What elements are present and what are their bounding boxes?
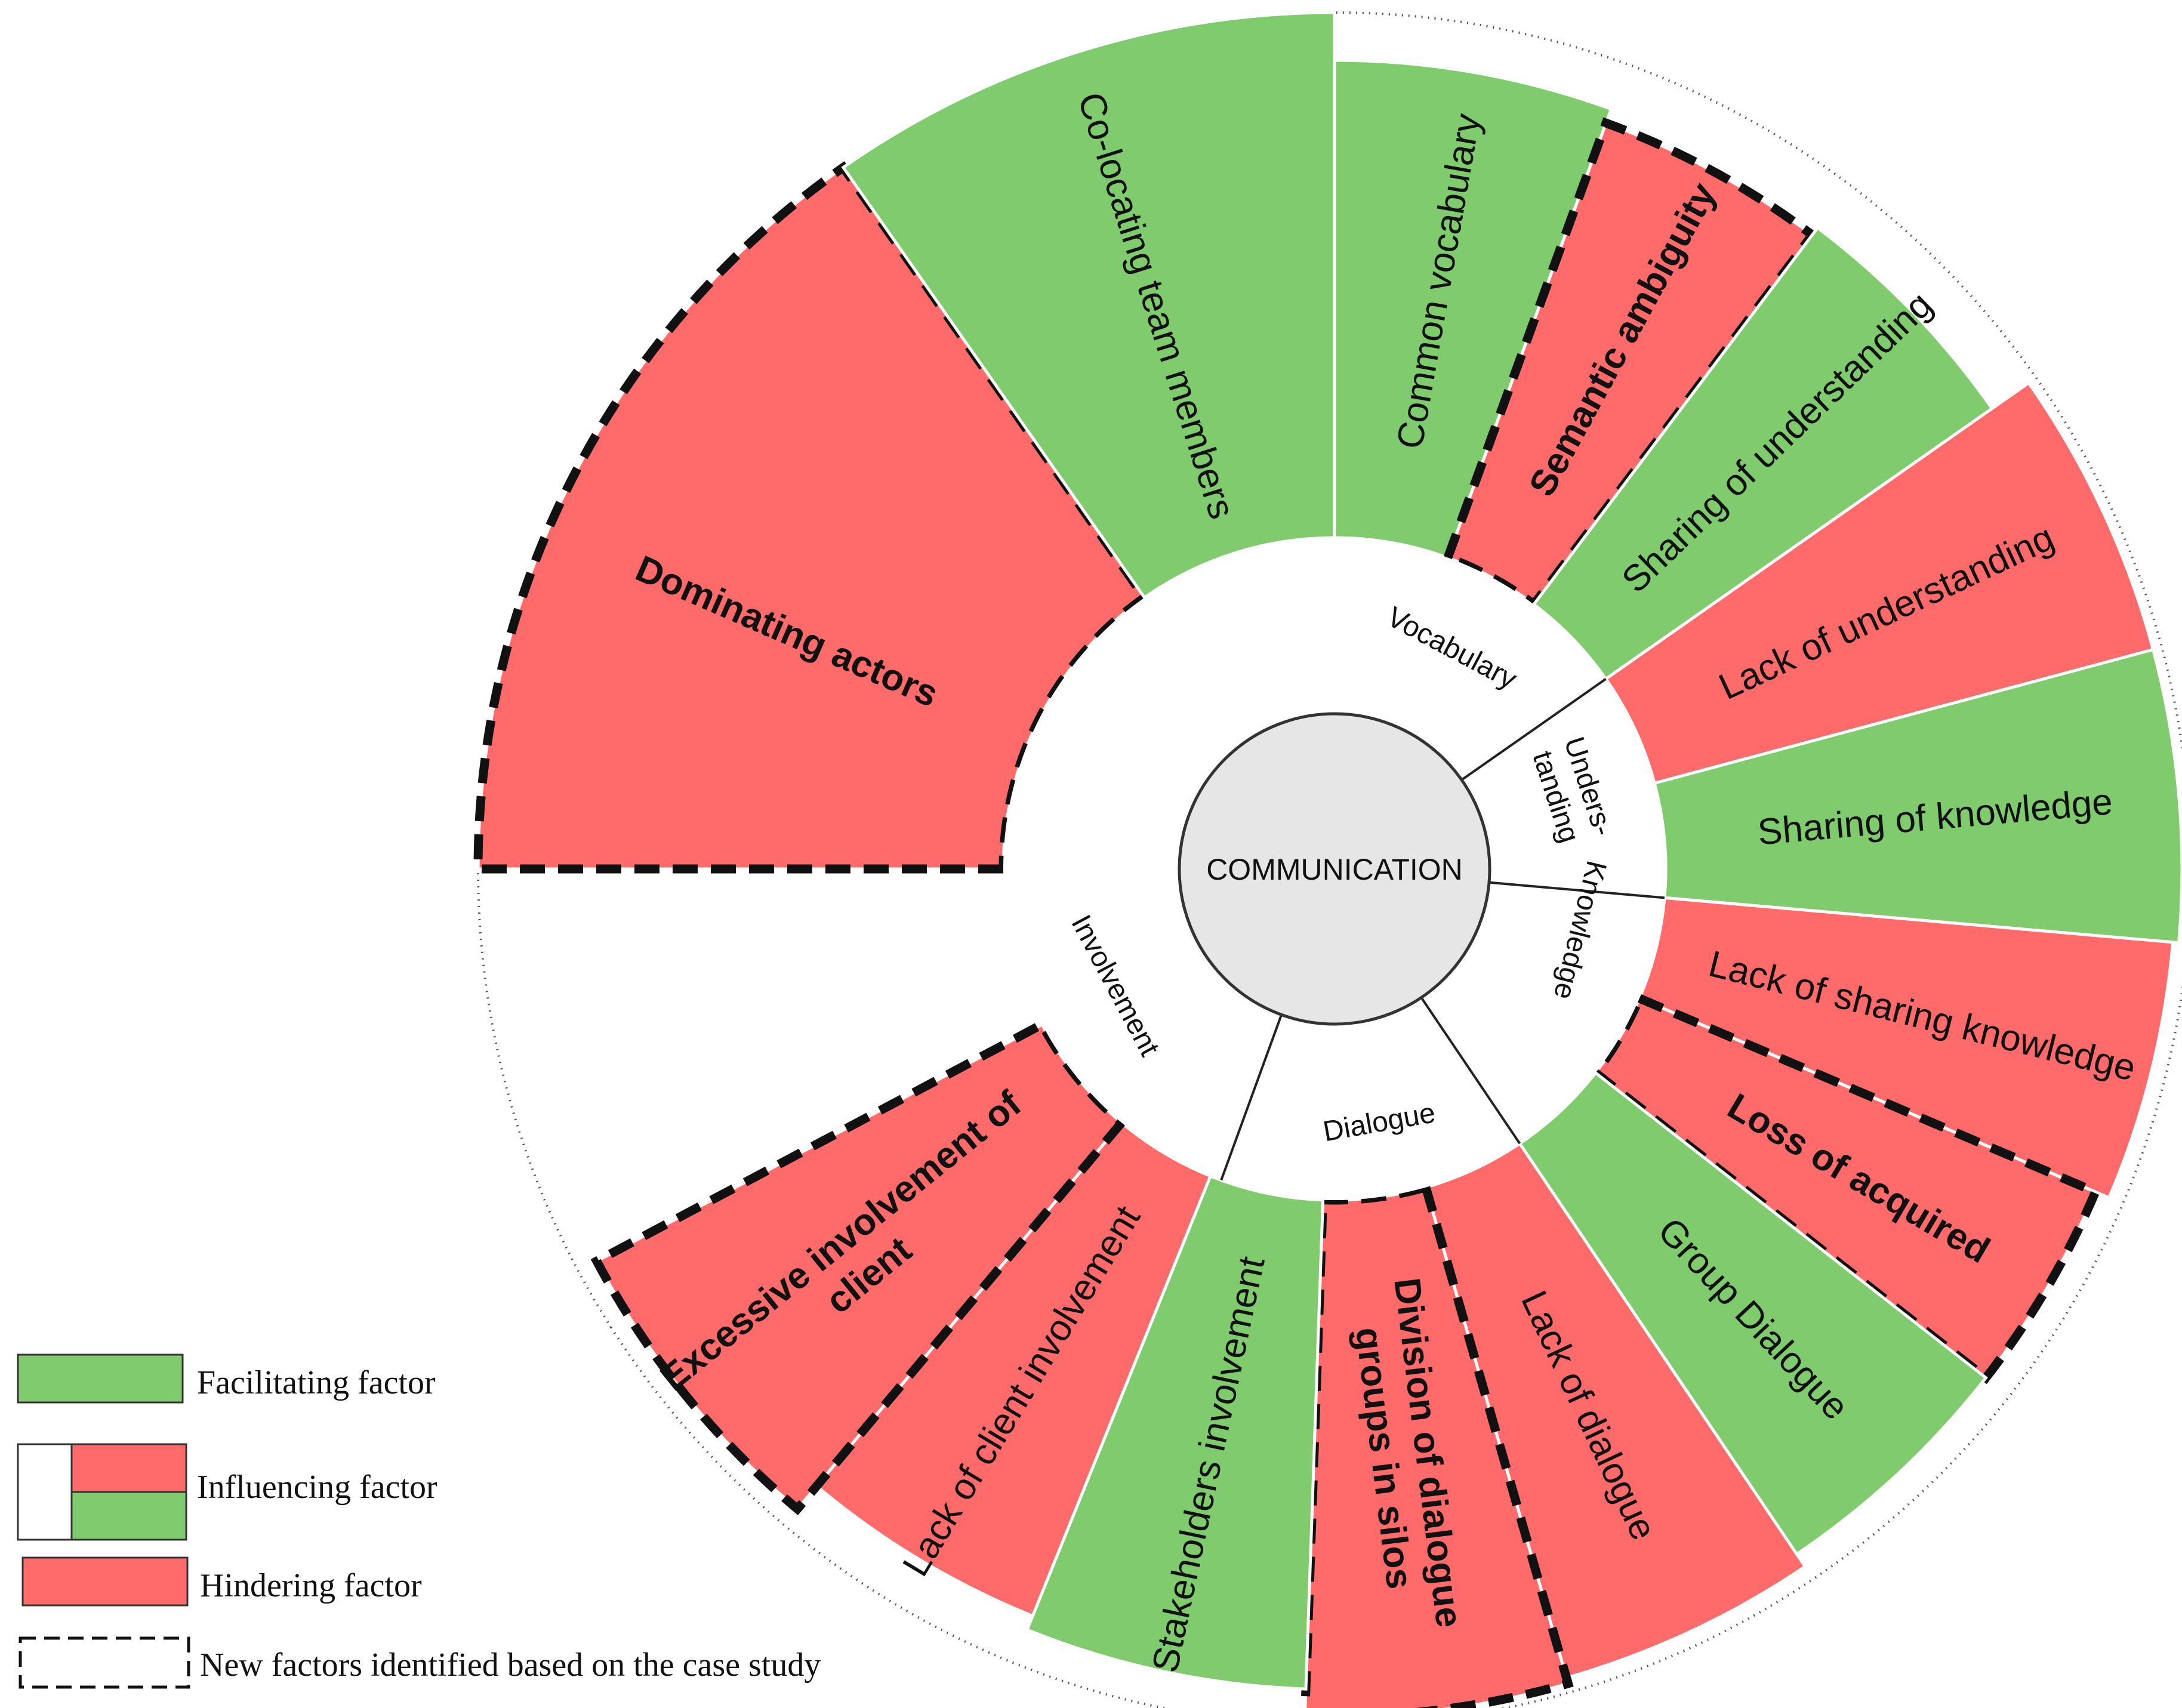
legend-new-factors-label: New factors identified based on the case…	[200, 1647, 821, 1684]
group-divider-3	[1420, 997, 1521, 1145]
sector-lack-of-sharing-knowledge	[1637, 896, 2175, 1200]
legend: Facilitating factor Influencing factor H…	[17, 1354, 821, 1689]
new-factor-outline-semantic-ambiguity	[1442, 117, 1819, 611]
group-divider-2	[1488, 881, 1665, 899]
factor-sectors	[473, 11, 2182, 1708]
legend-hindering-label: Hindering factor	[200, 1567, 422, 1604]
new-factor-outline-loss-of-acquired	[1589, 992, 2101, 1385]
legend-influencing-label: Influencing factor	[197, 1469, 437, 1506]
new-factor-outline-dominating-actors	[473, 161, 1151, 874]
group-dividers	[1220, 678, 1665, 1181]
sector-lack-of-dialogue	[1423, 1141, 1807, 1680]
legend-new-factors-swatch	[19, 1636, 190, 1689]
legend-hindering-swatch	[21, 1556, 189, 1607]
center-hub	[1178, 712, 1491, 1026]
group-divider-4	[1220, 1014, 1283, 1181]
legend-influencing-green	[70, 1491, 187, 1541]
legend-facilitating-swatch	[17, 1354, 184, 1404]
new-factor-outline-excessive-involvement-of-client	[590, 1018, 1128, 1516]
sector-group-dialogue	[1517, 1071, 1988, 1556]
center-label: COMMUNICATION	[1206, 853, 1463, 886]
legend-facilitating-label: Facilitating factor	[197, 1364, 436, 1401]
legend-influencing-white	[17, 1443, 73, 1541]
group-divider-1	[1460, 678, 1607, 781]
legend-influencing-red	[70, 1443, 187, 1493]
